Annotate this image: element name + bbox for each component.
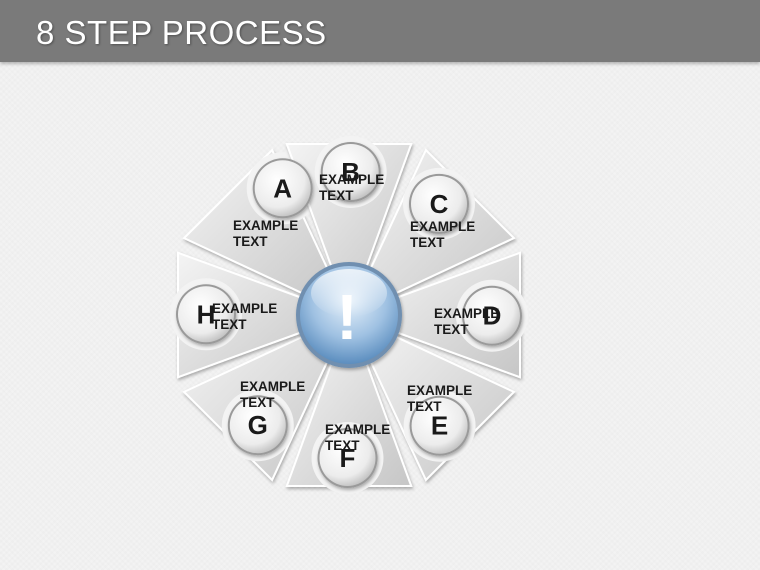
title-bar: 8 STEP PROCESS: [0, 0, 760, 62]
step-letter-e: E: [431, 411, 448, 441]
segment-label-c-line2: TEXT: [410, 235, 445, 250]
step-node-g[interactable]: [227, 395, 288, 456]
step-letter-c: C: [430, 189, 449, 219]
step-letter-g: G: [248, 410, 268, 440]
step-node-b[interactable]: [320, 142, 381, 202]
center-button[interactable]: [296, 262, 402, 368]
segment-label-d-line1: EXAMPLE: [434, 306, 499, 321]
step-letter-a: A: [273, 173, 292, 203]
segment-label-b-line2: TEXT: [319, 188, 354, 203]
segment-label-e-line1: EXAMPLE: [407, 383, 472, 398]
segment-label-h-line2: TEXT: [212, 317, 247, 332]
segment-label-f-line1: EXAMPLE: [325, 422, 390, 437]
segment-label-g-line1: EXAMPLE: [240, 379, 305, 394]
step-letter-d: D: [483, 301, 502, 331]
segment-label-e-line2: TEXT: [407, 399, 442, 414]
segment-label-h-line1: EXAMPLE: [212, 301, 277, 316]
step-node-h[interactable]: [176, 284, 236, 345]
step-letter-h: H: [197, 299, 216, 329]
step-node-c[interactable]: [409, 173, 469, 234]
step-node-a[interactable]: [252, 158, 313, 219]
segment-label-f-line2: TEXT: [325, 438, 360, 453]
segment-label-c-line1: EXAMPLE: [410, 219, 475, 234]
segment-label-b-line1: EXAMPLE: [319, 172, 384, 187]
segment-label-g-line2: TEXT: [240, 395, 275, 410]
exclamation-icon: !: [336, 281, 357, 353]
step-letter-b: B: [341, 157, 360, 187]
segment-label-a-line1: EXAMPLE: [233, 218, 298, 233]
step-node-e[interactable]: [409, 395, 470, 456]
step-node-f[interactable]: [317, 428, 378, 488]
step-letter-f: F: [340, 443, 356, 473]
segment-label-d-line2: TEXT: [434, 322, 469, 337]
page-title: 8 STEP PROCESS: [36, 14, 327, 51]
step-node-d[interactable]: [462, 285, 522, 346]
segment-label-a-line2: TEXT: [233, 234, 268, 249]
